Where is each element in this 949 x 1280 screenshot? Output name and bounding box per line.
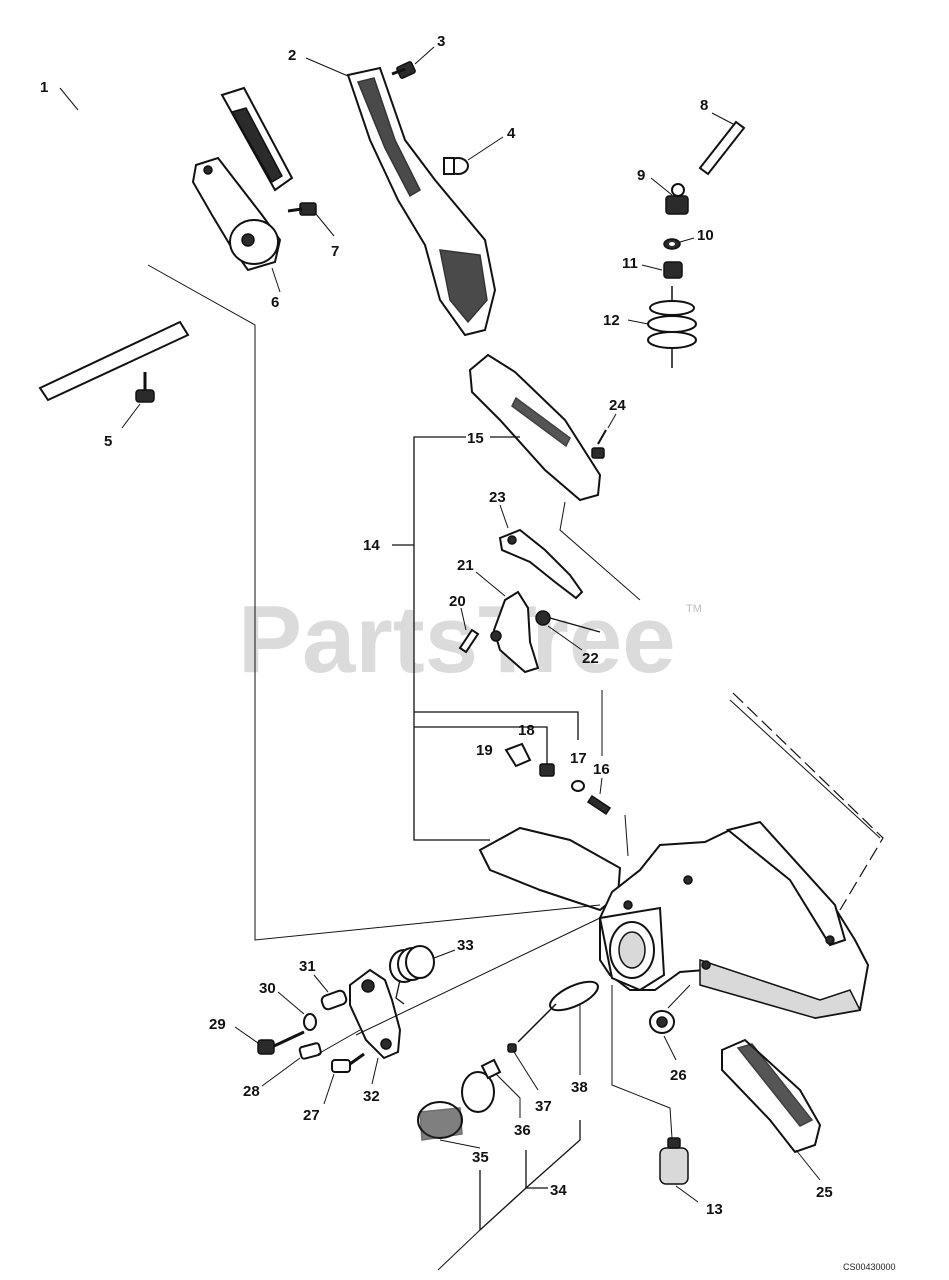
callout-30: 30 bbox=[259, 980, 276, 997]
callout-23: 23 bbox=[489, 489, 506, 506]
nut-18[interactable] bbox=[539, 763, 555, 777]
callout-25: 25 bbox=[816, 1184, 833, 1201]
assembly-bracket-34 bbox=[437, 1120, 581, 1271]
main-housing[interactable] bbox=[478, 820, 870, 1020]
bracket-6[interactable] bbox=[191, 156, 282, 272]
callout-34: 34 bbox=[550, 1182, 567, 1199]
diagram-code: CS00430000 bbox=[843, 1262, 896, 1272]
callout-2: 2 bbox=[288, 47, 296, 64]
trigger-21[interactable] bbox=[490, 590, 540, 674]
bracket-32[interactable] bbox=[349, 968, 402, 1060]
callout-6: 6 bbox=[271, 294, 279, 311]
o-ring[interactable] bbox=[461, 1071, 495, 1113]
callout-15: 15 bbox=[467, 430, 484, 447]
callout-31: 31 bbox=[299, 958, 316, 975]
screw-3[interactable] bbox=[391, 61, 416, 79]
bolt-27[interactable] bbox=[331, 1052, 365, 1073]
callout-29: 29 bbox=[209, 1016, 226, 1033]
callout-9: 9 bbox=[637, 167, 645, 184]
callout-5: 5 bbox=[104, 433, 112, 450]
callout-10: 10 bbox=[697, 227, 714, 244]
assembly-bracket-14 bbox=[392, 436, 579, 841]
fuel-filter-13[interactable] bbox=[659, 1137, 689, 1185]
callout-38: 38 bbox=[571, 1079, 588, 1096]
nut-11[interactable] bbox=[663, 261, 683, 279]
spring-12[interactable] bbox=[647, 286, 697, 368]
callout-18: 18 bbox=[518, 722, 535, 739]
callout-14: 14 bbox=[363, 537, 380, 554]
callout-26: 26 bbox=[670, 1067, 687, 1084]
lever-23[interactable] bbox=[498, 528, 584, 600]
callout-1: 1 bbox=[40, 79, 48, 96]
callout-19: 19 bbox=[476, 742, 493, 759]
cover-25[interactable] bbox=[721, 1038, 822, 1154]
rod-16[interactable] bbox=[586, 794, 612, 816]
callout-12: 12 bbox=[603, 312, 620, 329]
fuel-cap-35[interactable] bbox=[417, 1101, 463, 1141]
washer-17[interactable] bbox=[571, 780, 585, 792]
clip-36[interactable] bbox=[480, 1058, 502, 1080]
fastener-4[interactable] bbox=[443, 157, 469, 175]
callout-28: 28 bbox=[243, 1083, 260, 1100]
callout-27: 27 bbox=[303, 1107, 320, 1124]
watermark-trademark: TM bbox=[686, 603, 702, 615]
washer-10[interactable] bbox=[663, 238, 681, 250]
handle-plate[interactable] bbox=[346, 66, 497, 337]
washer-30[interactable] bbox=[303, 1013, 317, 1031]
callout-3: 3 bbox=[437, 33, 445, 50]
screw-29[interactable] bbox=[257, 1030, 305, 1055]
callout-13: 13 bbox=[706, 1201, 723, 1218]
spring-33[interactable] bbox=[389, 945, 435, 1005]
callout-8: 8 bbox=[700, 97, 708, 114]
callout-4: 4 bbox=[507, 125, 516, 142]
bolt-5[interactable] bbox=[135, 372, 155, 403]
callout-11: 11 bbox=[622, 255, 638, 272]
bushing-31[interactable] bbox=[320, 989, 348, 1011]
screw-7[interactable] bbox=[287, 202, 317, 216]
handle-cover-15[interactable] bbox=[468, 353, 602, 502]
spacer-28[interactable] bbox=[298, 1042, 322, 1060]
rod-8[interactable] bbox=[698, 120, 746, 176]
callout-20: 20 bbox=[449, 593, 466, 610]
clamp-9[interactable] bbox=[665, 183, 689, 215]
callout-21: 21 bbox=[457, 557, 474, 574]
callout-22: 22 bbox=[582, 650, 599, 667]
screw-37[interactable] bbox=[507, 1043, 517, 1053]
callout-32: 32 bbox=[363, 1088, 380, 1105]
callout-37: 37 bbox=[535, 1098, 552, 1115]
spring-22[interactable] bbox=[535, 610, 601, 633]
screw-24[interactable] bbox=[591, 429, 607, 459]
callout-36: 36 bbox=[514, 1122, 531, 1139]
pin-20[interactable] bbox=[458, 628, 480, 654]
callout-7: 7 bbox=[331, 243, 339, 260]
callout-17: 17 bbox=[570, 750, 587, 767]
assembly-guide-lines bbox=[147, 264, 884, 1055]
callout-33: 33 bbox=[457, 937, 474, 954]
callout-24: 24 bbox=[609, 397, 626, 414]
front-handle-bar[interactable] bbox=[7, 53, 294, 402]
callout-35: 35 bbox=[472, 1149, 489, 1166]
watermark-text: PartsTree bbox=[238, 586, 676, 693]
strap-38[interactable] bbox=[517, 976, 602, 1043]
callout-16: 16 bbox=[593, 761, 610, 778]
cap-19[interactable] bbox=[504, 742, 532, 768]
washer-26[interactable] bbox=[649, 1010, 675, 1034]
